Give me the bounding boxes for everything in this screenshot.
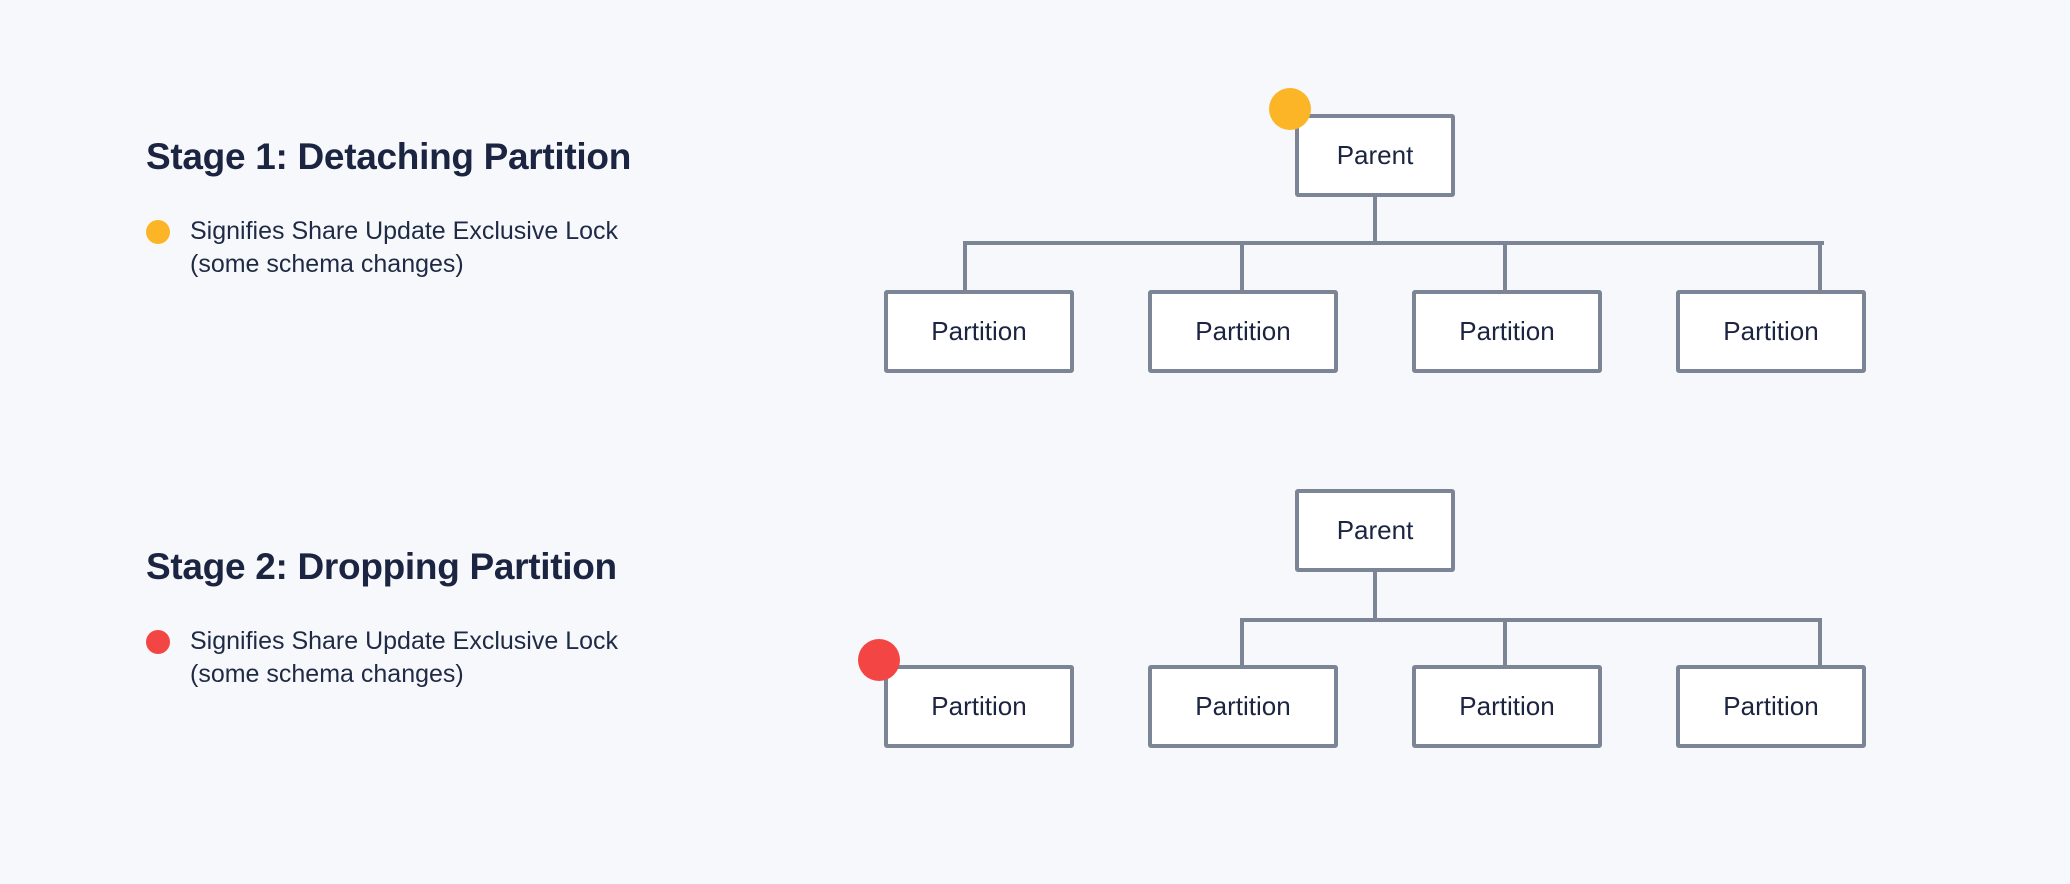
stage-2-parent-stem-connector <box>1373 572 1377 620</box>
stage-1-drop-connector-2 <box>1240 241 1244 290</box>
stage-1-drop-connector-4 <box>1818 241 1822 290</box>
stage-2-text-block: Stage 2: Dropping Partition Signifies Sh… <box>146 546 846 691</box>
stage-1-heading: Stage 1: Detaching Partition <box>146 136 632 177</box>
stage-2-legend: Signifies Share Update Exclusive Lock (s… <box>146 625 846 691</box>
stage-1-tree: Parent Partition Partition Partition Par… <box>0 0 2070 440</box>
stage-2-drop-connector-3 <box>1503 618 1507 666</box>
stage-2-partition-node-3[interactable]: Partition <box>1412 665 1602 748</box>
stage-2-partition-lock-dot-icon <box>858 639 900 681</box>
stage-1-parent-node[interactable]: Parent <box>1295 114 1455 197</box>
stage-1-drop-connector-1 <box>963 241 967 290</box>
stage-2-partition-node-2[interactable]: Partition <box>1148 665 1338 748</box>
stage-1-parent-lock-dot-icon <box>1269 88 1311 130</box>
stage-1-partition-node-1[interactable]: Partition <box>884 290 1074 373</box>
stage-1-legend: Signifies Share Update Exclusive Lock (s… <box>146 215 846 281</box>
stage-2-heading: Stage 2: Dropping Partition <box>146 546 617 587</box>
stage-2-drop-connector-2 <box>1240 618 1244 666</box>
stage-2-partition-node-1-detached[interactable]: Partition <box>884 665 1074 748</box>
stage-2-partition-node-4[interactable]: Partition <box>1676 665 1866 748</box>
stage-1-partition-node-4[interactable]: Partition <box>1676 290 1866 373</box>
red-lock-dot-icon <box>146 629 170 654</box>
stage-1-partition-node-2[interactable]: Partition <box>1148 290 1338 373</box>
stage-1-partition-node-3[interactable]: Partition <box>1412 290 1602 373</box>
stage-1-legend-text: Signifies Share Update Exclusive Lock (s… <box>190 216 619 278</box>
stage-1-parent-stem-connector <box>1373 197 1377 245</box>
yellow-lock-dot-icon <box>146 219 170 244</box>
stage-2-parent-node[interactable]: Parent <box>1295 489 1455 572</box>
stage-1-bus-connector <box>965 241 1824 245</box>
stage-2-bus-connector <box>1242 618 1822 622</box>
stage-2-drop-connector-4 <box>1818 618 1822 666</box>
stage-2-legend-text: Signifies Share Update Exclusive Lock (s… <box>190 626 619 688</box>
stage-1-drop-connector-3 <box>1503 241 1507 290</box>
stage-1-text-block: Stage 1: Detaching Partition Signifies S… <box>146 136 846 281</box>
